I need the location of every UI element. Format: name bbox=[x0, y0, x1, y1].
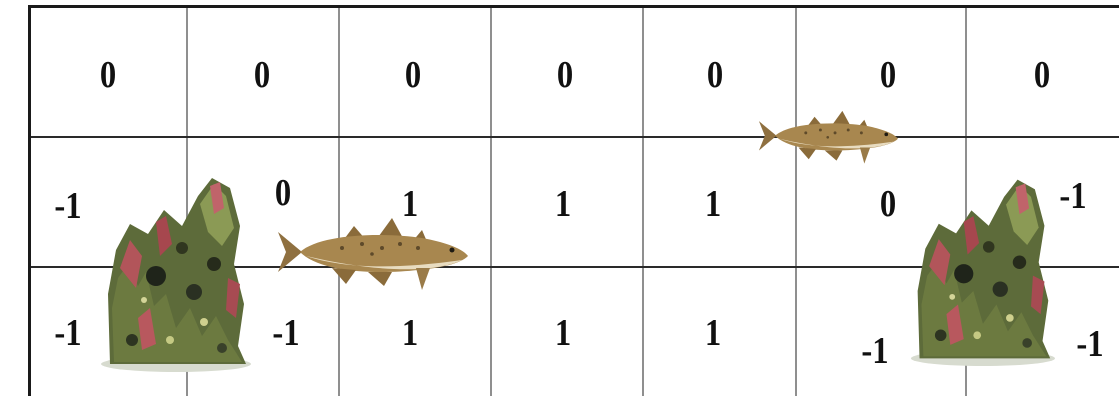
cell-r2-c7: -1 bbox=[1059, 177, 1086, 215]
cell-r1-c7: 0 bbox=[1034, 56, 1050, 94]
cell-r1-c2: 0 bbox=[254, 56, 270, 94]
cell-r2-c2: 0 bbox=[275, 174, 291, 212]
cell-r1-c6: 0 bbox=[880, 56, 896, 94]
cell-r1-c1: 0 bbox=[100, 56, 116, 94]
cell-r2-c5: 1 bbox=[705, 185, 721, 223]
cell-r3-c5: 1 bbox=[705, 314, 721, 352]
cell-r1-c3: 0 bbox=[405, 56, 421, 94]
cell-r3-c6: -1 bbox=[861, 332, 888, 370]
grid-column-divider bbox=[490, 8, 492, 396]
grid-column-divider bbox=[795, 8, 797, 396]
coral-rock-icon bbox=[906, 170, 1058, 366]
cell-r2-c4: 1 bbox=[555, 185, 571, 223]
coral-rock-icon bbox=[96, 168, 254, 372]
cell-r3-c3: 1 bbox=[402, 314, 418, 352]
grid-left-border bbox=[28, 5, 31, 396]
cell-r3-c2: -1 bbox=[272, 314, 299, 352]
cell-r2-c6: 0 bbox=[880, 185, 896, 223]
grid-column-divider bbox=[338, 8, 340, 396]
cell-r1-c5: 0 bbox=[707, 56, 723, 94]
fish-icon bbox=[272, 214, 470, 296]
grid-top-border bbox=[28, 5, 1119, 8]
cell-r3-c7: -1 bbox=[1076, 325, 1103, 363]
cell-r2-c1: -1 bbox=[54, 187, 81, 225]
grid-column-divider bbox=[642, 8, 644, 396]
cell-r3-c4: 1 bbox=[555, 314, 571, 352]
cell-r3-c1: -1 bbox=[54, 314, 81, 352]
fish-icon bbox=[728, 108, 926, 168]
grid-row-divider bbox=[31, 136, 1119, 138]
cell-r1-c4: 0 bbox=[557, 56, 573, 94]
